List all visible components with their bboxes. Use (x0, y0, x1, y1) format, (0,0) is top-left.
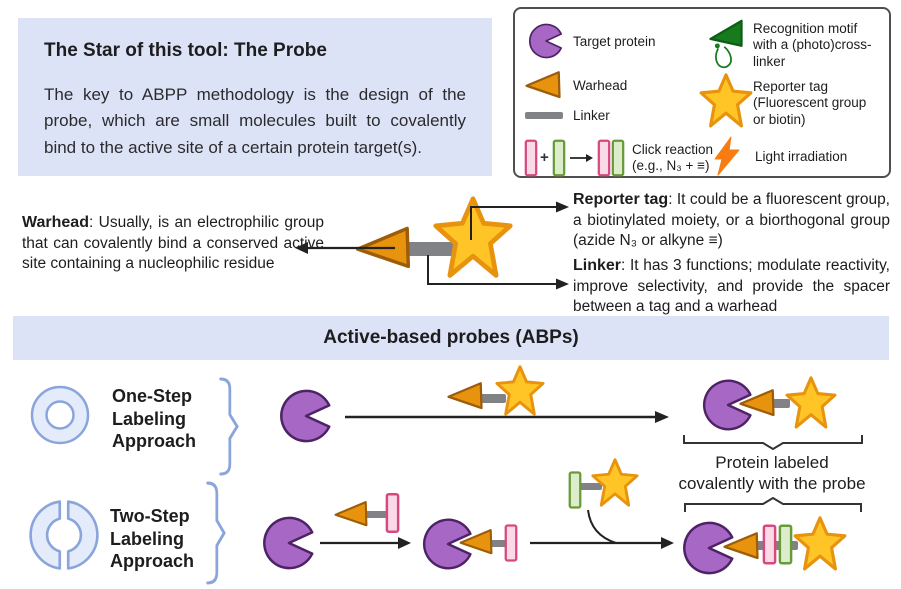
one-step-target-protein (277, 387, 335, 445)
warhead-annotation: Warhead: Usually, is an electrophilic gr… (22, 213, 324, 274)
one-step-reaction-arrow (345, 411, 669, 423)
reporter-callout-arrow (470, 201, 569, 240)
probe-reporter-star (436, 199, 510, 276)
legend-label-click-reaction: Click reaction (e.g., N₃ + ≡) (632, 142, 714, 174)
reporter-tag-icon (698, 73, 754, 129)
two-step-click-probe (568, 458, 639, 509)
two-step-target-protein (260, 514, 318, 572)
product-caption: Protein labeled covalently with the prob… (678, 453, 866, 494)
warhead-term: Warhead (22, 214, 89, 231)
legend-label-target-protein: Target protein (573, 34, 656, 49)
linker-callout-arrow (427, 255, 569, 290)
legend-label-reporter-tag: Reporter tag (Fluorescent group or bioti… (753, 79, 867, 127)
reporter-tag-term: Reporter tag (573, 191, 669, 208)
two-step-labeled-protein (683, 516, 847, 575)
one-step-product-brace (683, 435, 863, 450)
click-green-block2-icon (611, 139, 625, 177)
warhead-icon (525, 70, 561, 100)
warhead-desc: : Usually, is an electrophilic group tha… (22, 214, 324, 272)
two-step-reaction-arrow-2 (530, 509, 674, 549)
linker-icon (525, 112, 563, 119)
click-arrow-icon (570, 154, 593, 162)
one-step-brace (219, 377, 239, 476)
abps-banner-title: Active-based probes (ABPs) (323, 327, 579, 348)
reporter-tag-annotation: Reporter tag: It could be a fluorescent … (573, 190, 890, 251)
warhead-callout-arrow (295, 242, 395, 254)
abps-banner: Active-based probes (ABPs) (13, 316, 889, 360)
click-pink-block2-icon (597, 139, 611, 177)
recognition-motif-icon (707, 18, 745, 72)
two-step-product-brace (684, 497, 862, 512)
two-step-brace (206, 481, 226, 585)
one-step-labeled-protein (702, 376, 837, 431)
linker-annotation: Linker: It has 3 functions; modulate rea… (573, 256, 890, 317)
probe-linker-bar (403, 242, 458, 256)
click-plus-sign: + (540, 149, 549, 166)
intro-title: The Star of this tool: The Probe (44, 40, 327, 61)
intro-body: The key to ABPP methodology is the desig… (44, 85, 466, 157)
two-step-probe (334, 493, 400, 533)
one-step-probe (447, 365, 545, 416)
linker-term: Linker (573, 257, 622, 274)
click-pink-block-icon (524, 139, 538, 177)
legend-panel: Target protein Warhead Linker + Click re… (513, 7, 891, 178)
legend-label-recognition-motif: Recognition motif with a (photo)cross- l… (753, 21, 872, 69)
legend-label-linker: Linker (573, 108, 610, 123)
two-step-intermediate-protein (422, 518, 518, 570)
probe-structure-figure (295, 195, 569, 290)
legend-label-light-irradiation: Light irradiation (755, 149, 848, 164)
reporter-tag-desc: : It could be a fluorescent group, a bio… (573, 191, 890, 249)
linker-desc: : It has 3 functions; modulate reactivit… (573, 257, 890, 315)
light-irradiation-icon (712, 136, 742, 176)
two-step-split-donut-icon (26, 497, 102, 573)
target-protein-icon (527, 22, 565, 60)
intro-panel: The Star of this tool: The Probe The key… (18, 18, 492, 176)
one-step-label: One-Step Labeling Approach (112, 386, 197, 451)
two-step-reaction-arrow-1 (320, 537, 411, 549)
legend-label-warhead: Warhead (573, 78, 628, 93)
click-green-block-icon (552, 139, 566, 177)
two-step-label: Two-Step Labeling Approach (110, 506, 195, 571)
one-step-donut-icon (28, 383, 92, 447)
